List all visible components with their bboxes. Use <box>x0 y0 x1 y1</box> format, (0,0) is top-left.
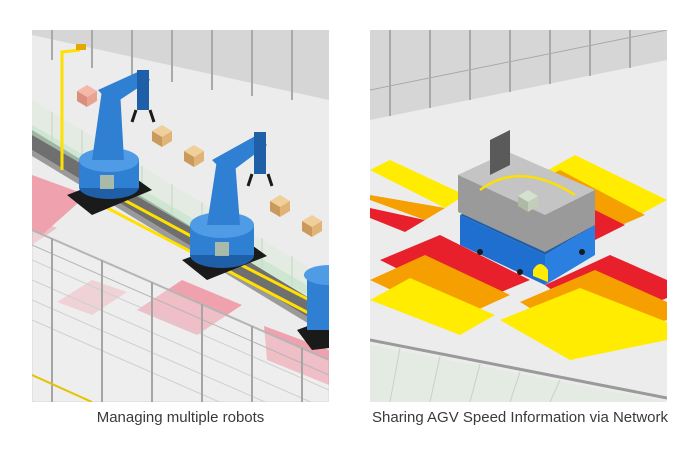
back-fence-icon <box>51 30 293 100</box>
speed-zones <box>370 155 667 360</box>
robot-arm-icon <box>297 265 329 350</box>
safety-zones <box>32 175 329 385</box>
robots-illustration <box>32 30 329 402</box>
agv-icon <box>458 130 595 285</box>
robot-arm-icon <box>182 132 274 280</box>
caption-managing-robots: Managing multiple robots <box>96 409 265 426</box>
back-wall <box>32 30 329 100</box>
caption-agv-speed: Sharing AGV Speed Information via Networ… <box>372 409 668 426</box>
back-wall <box>370 30 667 120</box>
back-fence-icon <box>370 30 667 116</box>
agv-light-icon <box>533 264 548 282</box>
front-fence-icon <box>32 229 329 402</box>
sensor-icon <box>76 44 86 50</box>
conveyor-belt <box>370 338 667 402</box>
robot-arm-icon <box>67 70 156 215</box>
agv-illustration <box>370 30 667 402</box>
cardboard-box-icon <box>77 85 322 237</box>
